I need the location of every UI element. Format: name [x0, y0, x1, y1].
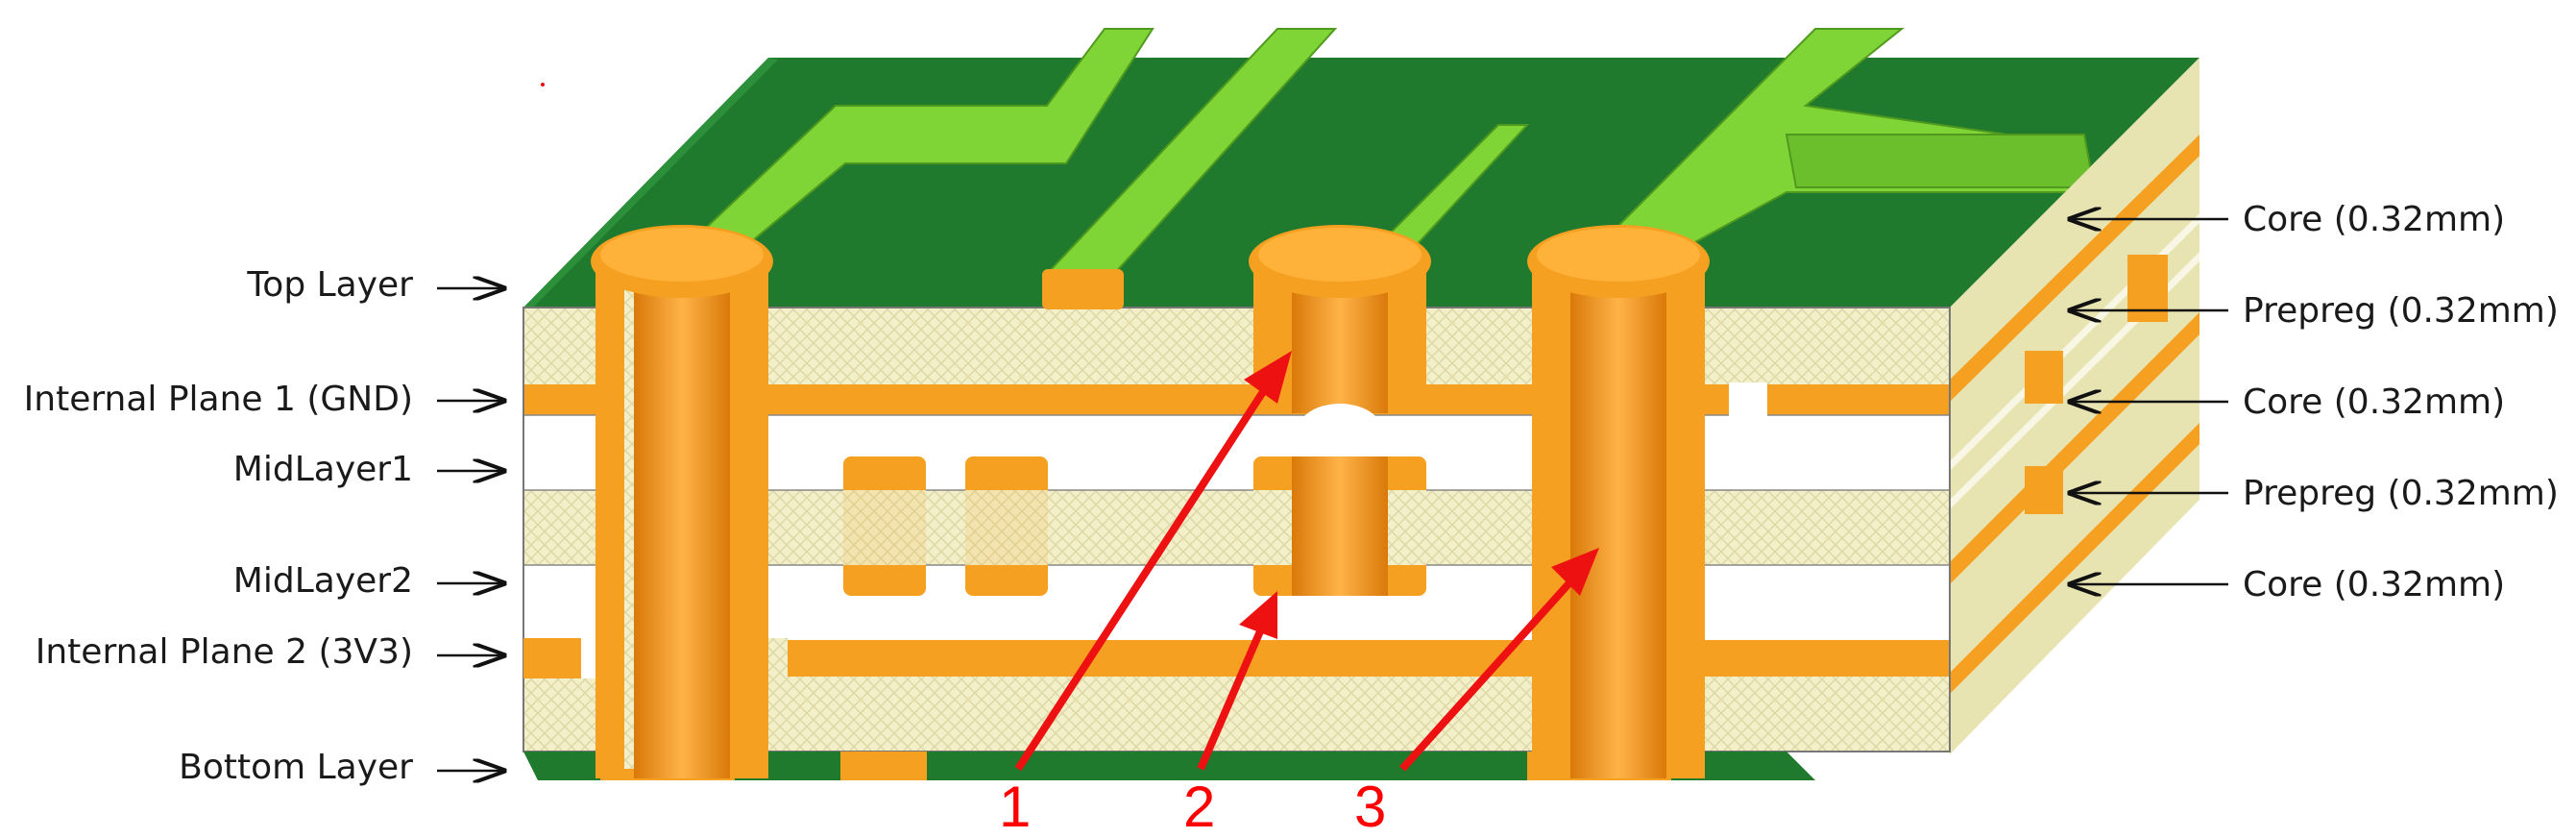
callout-arrows	[1014, 351, 1599, 772]
label-top-layer: Top Layer	[246, 265, 413, 305]
right-stack-labels: Core (0.32mm) Prepreg (0.32mm) Core (0.3…	[2243, 200, 2559, 604]
red-dot	[541, 83, 545, 86]
label-internal-plane-2: Internal Plane 2 (3V3)	[36, 632, 413, 672]
callout-numbers: 1 2 3	[999, 775, 1386, 838]
label-prepreg-2: Prepreg (0.32mm)	[2243, 474, 2559, 513]
label-core-3: Core (0.32mm)	[2243, 565, 2505, 604]
left-label-arrows	[437, 288, 504, 771]
buried-via-center	[1249, 225, 1431, 596]
left-layer-labels: Top Layer Internal Plane 1 (GND) MidLaye…	[24, 265, 414, 787]
label-bottom-layer: Bottom Layer	[179, 748, 413, 787]
through-via-left	[591, 225, 773, 778]
callout-3: 3	[1354, 775, 1386, 838]
label-core-2: Core (0.32mm)	[2243, 382, 2505, 422]
label-internal-plane-1: Internal Plane 1 (GND)	[24, 380, 413, 419]
callout-2: 2	[1183, 775, 1215, 838]
right-label-arrows	[2070, 219, 2228, 584]
label-midlayer-2: MidLayer2	[233, 561, 413, 601]
label-midlayer-1: MidLayer1	[233, 450, 413, 489]
top-traces	[669, 28, 2096, 275]
through-via-right	[1527, 225, 1710, 778]
label-prepreg-1: Prepreg (0.32mm)	[2243, 291, 2559, 331]
callout-1: 1	[999, 775, 1031, 838]
label-core-1: Core (0.32mm)	[2243, 200, 2505, 239]
